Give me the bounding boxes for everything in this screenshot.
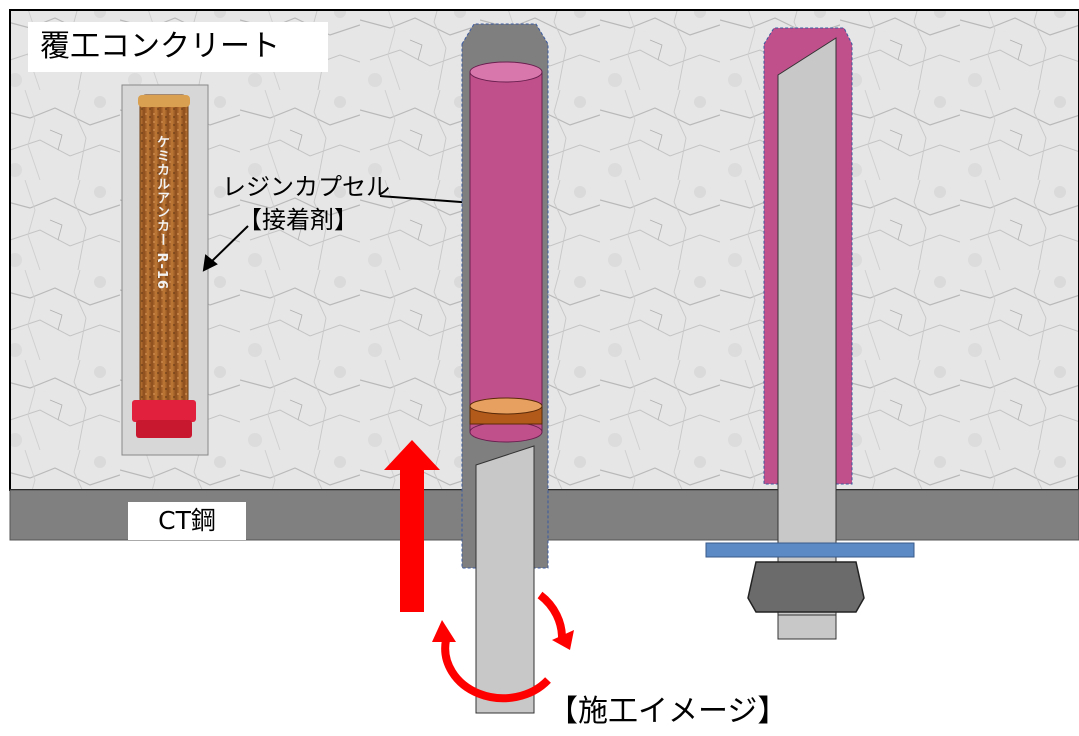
nut <box>747 561 865 613</box>
resin-capsule-label: レジンカプセル <box>222 173 390 201</box>
capsule-print: ケミカルアンカー R-16 <box>154 135 169 291</box>
background-bottom <box>0 540 1079 732</box>
rotation-arc-top <box>537 591 567 641</box>
anchor-bolt-installing <box>475 445 535 714</box>
resin-capsule-photo <box>121 84 209 456</box>
capsule-cap <box>132 400 196 422</box>
washer <box>705 542 915 558</box>
rotation-arc-bottom <box>441 639 551 703</box>
capsule-cap-base <box>136 420 192 438</box>
rotation-arrows <box>441 591 567 703</box>
adhesive-label: 【接着剤】 <box>238 206 358 234</box>
diagram-caption: 【施工イメージ】 <box>548 694 788 729</box>
adhesive-arrow-head <box>202 254 218 272</box>
anchor-bolt-installed <box>777 37 837 616</box>
bolt-tail <box>777 614 837 640</box>
insert-direction-arrow <box>384 440 440 612</box>
adhesive-arrow-line <box>209 225 249 264</box>
drill-hole-installing <box>461 23 549 714</box>
concrete-label: 覆工コンクリート <box>28 22 328 72</box>
rotation-arrowhead-right <box>552 630 574 650</box>
resin-capsule-cylinder <box>469 71 543 433</box>
rotation-arrowhead-left <box>432 620 456 642</box>
drill-hole-installed <box>705 27 915 640</box>
capsule-top <box>138 95 190 107</box>
ct-steel-label: CT鋼 <box>128 502 246 540</box>
